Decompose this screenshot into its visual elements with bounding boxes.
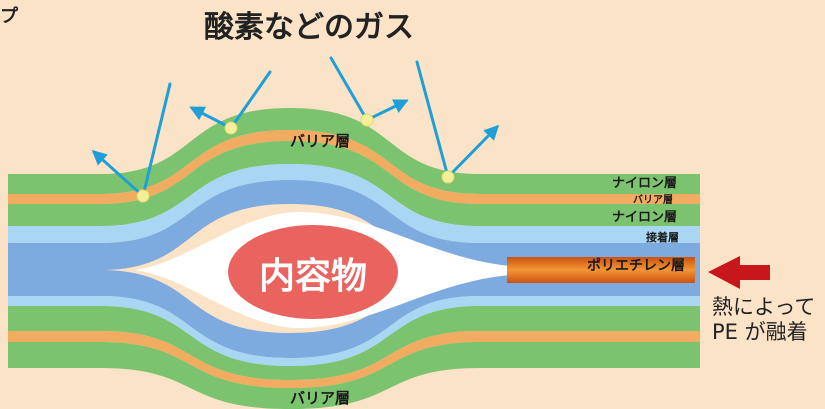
adhesive-layer-label: 接着層 <box>646 231 679 244</box>
nylon-layer-label-2: ナイロン層 <box>612 210 678 225</box>
bottom-blue-pe-layer <box>8 270 700 358</box>
arrow-icon <box>365 99 409 122</box>
permeation-dot <box>441 170 455 184</box>
contents-oval <box>228 225 398 319</box>
contents-label: 内容物 <box>258 256 367 297</box>
top-orange-barrier-layer <box>8 130 700 204</box>
gas-permeation-arrows <box>91 56 500 198</box>
gas-title: 酸素などのガス <box>204 10 414 45</box>
bottom-green-nylon-layer <box>8 306 700 380</box>
gas-line-2 <box>229 70 272 130</box>
pe-seal-bar <box>507 257 695 283</box>
gas-line-4 <box>415 60 450 179</box>
top-light-blue-adhesive-layer <box>8 164 700 243</box>
arrow-icon <box>91 149 145 198</box>
gas-line-3 <box>329 56 369 122</box>
corner-text: プ <box>0 6 18 27</box>
permeation-dot <box>360 113 374 127</box>
arrow-icon <box>189 106 233 130</box>
top-blue-pe-layer <box>8 180 700 270</box>
permeation-points <box>136 113 455 203</box>
barrier-layer-top-label: バリア層 <box>290 132 351 150</box>
red-arrow-icon <box>708 256 770 289</box>
bottom-film <box>8 270 700 409</box>
bottom-green-outer-layer <box>8 342 700 409</box>
gas-line-1 <box>141 82 172 198</box>
heat-note-line2: PE が融着 <box>712 320 808 344</box>
heat-note-line1: 熱によって <box>712 295 816 319</box>
polyethylene-layer-label: ポリエチレン層 <box>587 258 685 274</box>
top-green-outer-layer <box>8 108 700 194</box>
arrow-icon <box>446 124 500 179</box>
barrier-layer-small-label: バリア層 <box>633 195 673 206</box>
permeation-dot <box>136 189 150 203</box>
top-film <box>8 108 700 270</box>
permeation-dot <box>224 121 238 135</box>
bottom-orange-barrier-layer <box>8 331 700 388</box>
bottom-light-blue-adhesive-layer <box>8 296 700 366</box>
nylon-layer-label-1: ナイロン層 <box>612 176 678 191</box>
barrier-layer-bottom-label: バリア層 <box>290 389 351 407</box>
top-green-nylon-layer <box>8 141 700 226</box>
